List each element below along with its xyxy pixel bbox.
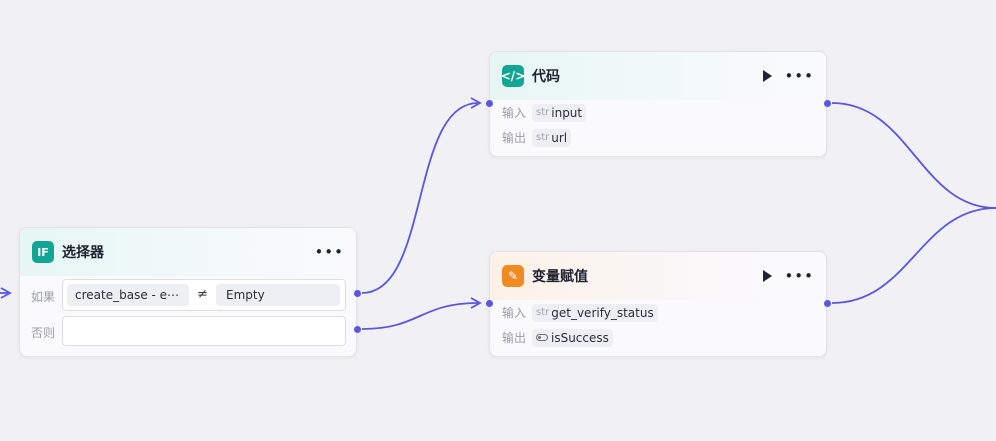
var-type: str xyxy=(536,107,550,118)
output-row: 输出 str url xyxy=(490,125,826,150)
if-condition-box[interactable]: create_base - e⋯ ≠ Empty xyxy=(62,279,346,311)
var-name: input xyxy=(551,105,583,120)
if-label: 如果 xyxy=(31,290,56,304)
input-label: 输入 xyxy=(502,306,527,320)
output-label: 输出 xyxy=(502,331,527,345)
edge-arrowhead xyxy=(470,97,482,109)
input-variable-chip[interactable]: str input xyxy=(532,103,587,122)
condition-right-operand[interactable]: Empty xyxy=(216,284,340,306)
output-row: 输出 isSuccess xyxy=(490,325,826,350)
code-node-header[interactable]: </> 代码 ••• xyxy=(490,52,826,100)
selector-node[interactable]: IF 选择器 ••• 如果 create_base - e⋯ ≠ Empty 否… xyxy=(19,227,357,357)
selector-else-port[interactable] xyxy=(354,326,361,333)
edge-assign-to-right xyxy=(831,207,996,304)
assign-node-header[interactable]: ✎ 变量赋值 ••• xyxy=(490,252,826,300)
variable-assign-icon: ✎ xyxy=(502,265,524,287)
more-options-icon[interactable]: ••• xyxy=(784,66,814,85)
input-label: 输入 xyxy=(502,106,527,120)
else-branch-box[interactable] xyxy=(62,316,346,346)
input-variable-chip[interactable]: str get_verify_status xyxy=(532,303,658,322)
run-icon[interactable] xyxy=(763,270,773,282)
edge-else-to-assign xyxy=(361,302,479,330)
edge-arrowhead xyxy=(470,297,482,309)
assign-input-port[interactable] xyxy=(486,300,493,307)
not-equal-operator[interactable]: ≠ xyxy=(197,287,208,302)
variable-assign-node[interactable]: ✎ 变量赋值 ••• 输入 str get_verify_status 输出 i… xyxy=(489,251,827,357)
input-row: 输入 str input xyxy=(490,100,826,125)
edge-arrowhead xyxy=(0,287,12,299)
output-variable-chip[interactable]: str url xyxy=(532,128,572,147)
code-output-port[interactable] xyxy=(824,100,831,107)
var-type: str xyxy=(536,132,550,143)
run-icon[interactable] xyxy=(763,70,773,82)
node-title: 代码 xyxy=(532,69,560,85)
if-icon: IF xyxy=(32,241,54,263)
node-title: 选择器 xyxy=(62,245,104,261)
more-options-icon[interactable]: ••• xyxy=(784,266,814,285)
input-row: 输入 str get_verify_status xyxy=(490,300,826,325)
code-input-port[interactable] xyxy=(486,100,493,107)
var-type: str xyxy=(536,307,550,318)
output-variable-chip[interactable]: isSuccess xyxy=(532,328,613,347)
output-label: 输出 xyxy=(502,131,527,145)
node-title: 变量赋值 xyxy=(532,269,588,285)
var-name: isSuccess xyxy=(551,330,609,345)
more-options-icon[interactable]: ••• xyxy=(314,242,344,261)
edge-code-to-right xyxy=(831,102,996,209)
condition-left-operand[interactable]: create_base - e⋯ xyxy=(67,284,189,306)
boolean-toggle-icon xyxy=(536,334,548,341)
var-name: get_verify_status xyxy=(551,305,654,320)
else-label: 否则 xyxy=(31,326,56,340)
code-brackets-icon: </> xyxy=(501,65,525,87)
code-node[interactable]: </> 代码 ••• 输入 str input 输出 str url xyxy=(489,51,827,157)
selector-if-port[interactable] xyxy=(354,290,361,297)
assign-output-port[interactable] xyxy=(824,300,831,307)
selector-node-header[interactable]: IF 选择器 ••• xyxy=(20,228,356,276)
edge-if-to-code xyxy=(361,102,479,294)
var-name: url xyxy=(551,130,568,145)
